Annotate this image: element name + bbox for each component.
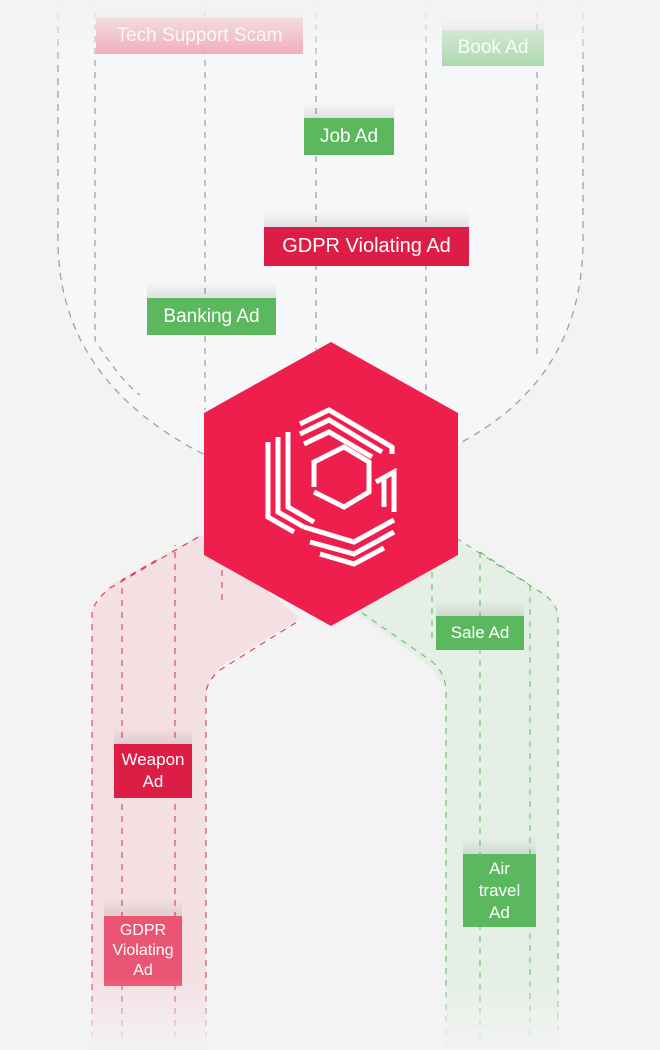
ad-tag-gdpr-violating: GDPR Violating Ad bbox=[264, 211, 469, 266]
allowed-tag-sale: Sale Ad bbox=[436, 600, 524, 650]
funnel-outline-right bbox=[455, 0, 584, 446]
funnel-outline-left bbox=[57, 0, 206, 456]
allowed-lanes bbox=[351, 537, 559, 1050]
blocked-tag-gdpr-violating: GDPR Violating Ad bbox=[104, 900, 182, 986]
ad-tag-tech-support-scam: Tech Support Scam bbox=[96, 2, 303, 54]
blocked-tag-weapon: Weapon Ad bbox=[114, 728, 192, 798]
hexagon-brand-logo-icon bbox=[204, 342, 458, 626]
allowed-tag-air-travel: Air travel Ad bbox=[463, 838, 536, 927]
ad-tag-job: Job Ad bbox=[304, 102, 394, 155]
ad-tag-book: Book Ad bbox=[442, 14, 544, 66]
incoming-lanes bbox=[94, 0, 538, 410]
ad-tag-banking: Banking Ad bbox=[147, 282, 276, 335]
